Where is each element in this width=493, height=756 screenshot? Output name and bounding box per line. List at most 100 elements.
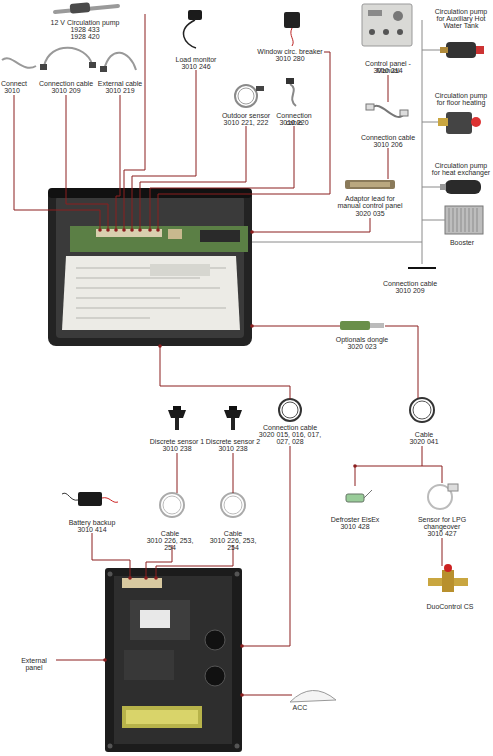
battery-backup-icon: [62, 493, 78, 500]
wire-dot: [250, 324, 254, 328]
wire: [252, 326, 340, 327]
pump-icon: [446, 42, 476, 58]
part-name: Load monitor: [161, 56, 231, 63]
part-number: 3010 238: [205, 445, 261, 452]
cable-coil-icon: [160, 493, 184, 517]
adaptor-lead-icon: [345, 180, 395, 189]
external-panel-board: [105, 568, 242, 752]
discrete-sensor-icon: [231, 418, 235, 430]
part-number: 1928 420: [50, 33, 120, 40]
wire-dot: [148, 228, 152, 232]
cable-icon: [286, 78, 294, 84]
wire: [388, 75, 389, 102]
part-number: 3010 221, 222: [211, 119, 281, 126]
circuit-breaker-icon: [284, 12, 300, 46]
circuit-breaker-icon: [284, 12, 300, 28]
wire: [252, 218, 370, 232]
part-name: Cable: [203, 530, 263, 537]
cable-coil-icon: [279, 399, 301, 421]
cable-coil-icon: [413, 401, 431, 419]
heater-unit: [168, 229, 182, 239]
external-panel-board: [126, 710, 198, 724]
part-name: Defroster EisEx: [320, 516, 390, 523]
part-name: Cable: [140, 530, 200, 537]
external-panel-board: [205, 666, 225, 686]
part-number: 3010 226, 253, 254: [140, 537, 200, 551]
dongle-icon: [340, 321, 370, 330]
pump-icon: [438, 118, 448, 126]
battery-backup-icon: [78, 492, 102, 506]
cable-icon: [408, 267, 436, 269]
part-number: 3020 041: [404, 438, 444, 445]
part-name: Connection cable: [256, 424, 324, 431]
part-number: 3010 209: [375, 287, 445, 294]
control-panel-icon: [393, 11, 403, 21]
part-number: 3010 280: [255, 55, 325, 62]
wire: [14, 14, 442, 695]
part-number: 3010 246: [161, 63, 231, 70]
part-name: Booster: [437, 239, 487, 246]
part-name: ACC: [285, 704, 315, 711]
wire-grey: [422, 20, 423, 264]
cable-icon: [40, 64, 47, 70]
load-monitor-icon: [184, 10, 202, 48]
circulation-pump-icon: [55, 2, 118, 14]
discrete-sensor-icon: [168, 410, 186, 418]
external-panel-board: [235, 572, 240, 577]
booster-icon: [445, 206, 483, 234]
cable-icon: [2, 48, 436, 268]
control-panel-icon: [362, 4, 412, 46]
wire: [140, 126, 246, 230]
wire: [92, 533, 130, 578]
external-panel-board: [235, 744, 240, 749]
cable-icon: [89, 62, 96, 68]
external-panel-board: [205, 630, 225, 650]
wire-dot: [98, 228, 357, 697]
pump-icon: [445, 180, 481, 194]
part-number: 3010 226, 253, 254: [203, 537, 263, 551]
heater-unit: [70, 226, 248, 252]
part-number: 3010 219: [95, 87, 145, 94]
wire-dot: [240, 644, 244, 648]
wire-grey: [422, 50, 445, 220]
cable-icon: [104, 53, 136, 70]
wire: [116, 95, 120, 230]
part-number: 3010 428: [320, 523, 390, 530]
wire-dot: [128, 576, 132, 580]
dongle-icon: [370, 323, 384, 328]
wire-dot: [250, 230, 254, 234]
lpg-sensor-icon: [428, 484, 458, 509]
heater-unit: [62, 256, 240, 330]
wire: [66, 95, 108, 230]
part-name: External panel: [12, 657, 56, 671]
circuit-breaker-icon: [291, 28, 293, 46]
part-name: Discrete sensor 1: [149, 438, 205, 445]
wire: [385, 326, 418, 398]
wire: [150, 126, 294, 230]
cable-icon: [44, 48, 92, 66]
external-panel-board: [122, 706, 202, 728]
circulation-pump-icon: [70, 2, 91, 14]
wire: [442, 538, 443, 566]
wire-dot: [353, 464, 357, 468]
pump-icon: [440, 184, 446, 190]
wire: [158, 52, 330, 230]
cable-icon: [400, 110, 408, 116]
cable-icon: [100, 66, 107, 72]
part-number: 3010 209: [31, 87, 101, 94]
battery-backup-icon: [102, 498, 118, 503]
defroster-icon: [346, 494, 364, 502]
external-panel-board: [108, 744, 113, 749]
external-panel-board: [105, 568, 242, 752]
wire-dot: [122, 228, 126, 232]
control-panel-icon: [362, 4, 412, 46]
wire: [56, 660, 105, 661]
wire-dot: [114, 228, 118, 232]
part-name: Connection cable: [31, 80, 101, 87]
discrete-sensor-icon: [168, 406, 242, 430]
defroster-icon: [364, 490, 372, 498]
part-number: 3010 427: [407, 530, 477, 537]
part-name: Connection cable: [375, 280, 445, 287]
